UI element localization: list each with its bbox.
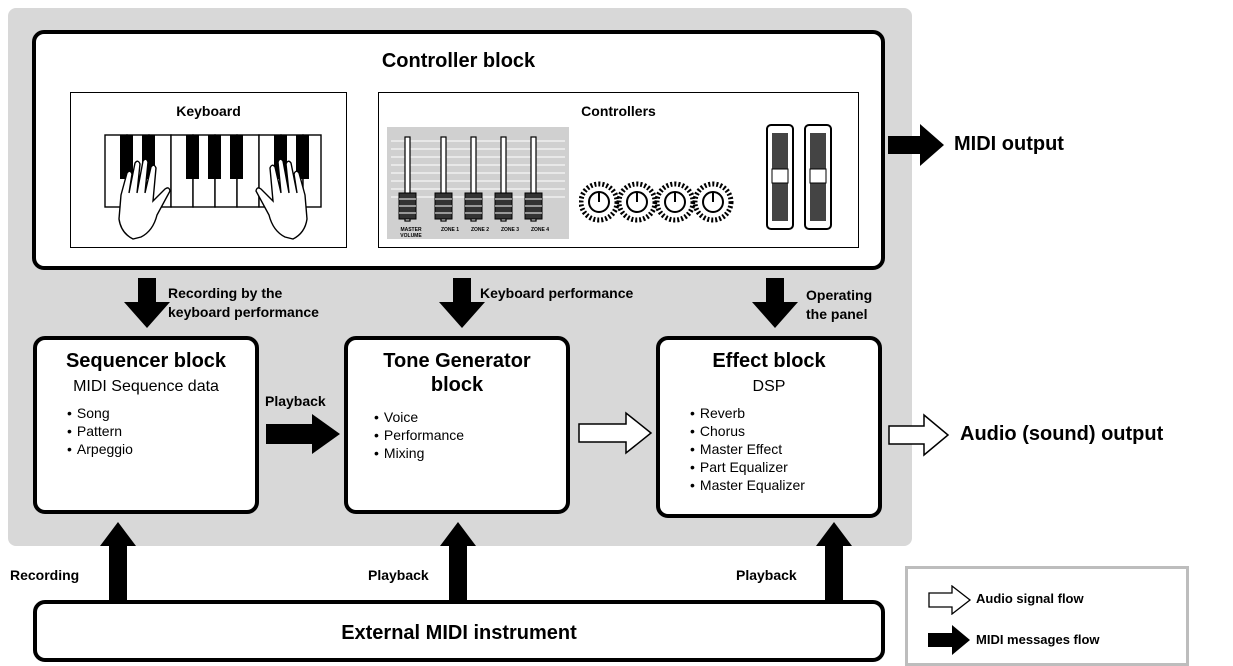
controllers-title: Controllers	[581, 103, 656, 119]
list-item: Pattern	[67, 422, 133, 440]
slider-label-zone-2: ZONE 2	[470, 227, 490, 233]
list-item: Song	[67, 404, 133, 422]
midi-messages-icon	[928, 625, 970, 655]
slider-label-zone-3: ZONE 3	[500, 227, 520, 233]
faders	[391, 136, 565, 222]
knob-1	[579, 181, 620, 223]
arrow-controller-to-sequencer	[124, 278, 170, 328]
fader-area	[387, 127, 569, 239]
list-item: Part Equalizer	[690, 458, 805, 476]
controller-block-title: Controller block	[381, 50, 536, 72]
keyboard-title: Keyboard	[176, 103, 241, 119]
controllers-panel: Controllers	[378, 92, 859, 248]
legend-midi-label: MIDI messages flow	[976, 632, 1100, 647]
keyboard-hands-illustration	[104, 134, 322, 240]
effect-block: Effect block DSP Reverb Chorus Master Ef…	[656, 336, 882, 518]
slider-label-zone-4: ZONE 4	[530, 227, 550, 233]
list-item: Reverb	[690, 404, 805, 422]
effect-items: Reverb Chorus Master Effect Part Equaliz…	[690, 404, 805, 494]
arrow-external-to-effect	[816, 522, 852, 600]
sequencer-block-title: Sequencer block	[65, 350, 227, 372]
list-item: Voice	[374, 408, 464, 426]
knobs	[579, 181, 734, 223]
midi-output-arrow	[888, 124, 944, 166]
tone-items: Voice Performance Mixing	[374, 408, 464, 462]
external-midi-instrument: External MIDI instrument	[33, 600, 885, 662]
list-item: Mixing	[374, 444, 464, 462]
knob-3	[654, 181, 696, 223]
arrow-external-to-sequencer	[100, 522, 136, 600]
keyboard-panel: Keyboard	[70, 92, 347, 248]
knob-4	[692, 181, 734, 223]
audio-output-arrow	[888, 413, 950, 457]
list-item: Performance	[374, 426, 464, 444]
sequencer-block-subtitle: MIDI Sequence data	[73, 378, 219, 395]
slider-label-zone-1: ZONE 1	[440, 227, 460, 233]
label-operating-1: Operating	[806, 287, 873, 303]
audio-signal-icon	[928, 585, 972, 615]
tone-block-title-line2: block	[430, 374, 484, 396]
external-midi-title: External MIDI instrument	[341, 622, 577, 644]
hands	[118, 158, 308, 240]
knob-2	[616, 181, 658, 223]
controller-block: Controller block Keyboard Controllers	[32, 30, 885, 270]
label-recording-by-keyboard-2: keyboard performance	[168, 304, 319, 320]
label-playback-bottom-effect: Playback	[736, 567, 797, 583]
arrow-tone-to-effect	[578, 411, 653, 455]
slider-label-master-volume: MASTER VOLUME	[400, 227, 422, 239]
black-keys	[120, 135, 309, 179]
label-keyboard-performance: Keyboard performance	[480, 285, 634, 301]
arrow-controller-to-effect	[752, 278, 798, 328]
tone-block-title-line1: Tone Generator	[383, 350, 531, 372]
legend-audio-label: Audio signal flow	[976, 591, 1084, 606]
list-item: Arpeggio	[67, 440, 133, 458]
effect-block-subtitle: DSP	[752, 378, 786, 395]
sequencer-block: Sequencer block MIDI Sequence data Song …	[33, 336, 259, 514]
label-recording-by-keyboard-1: Recording by the	[168, 285, 283, 301]
legend: Audio signal flow MIDI messages flow	[905, 566, 1189, 666]
midi-output-label: MIDI output	[954, 133, 1064, 155]
list-item: Master Effect	[690, 440, 805, 458]
wheels	[766, 124, 832, 230]
arrow-sequencer-to-tone	[266, 414, 340, 454]
list-item: Master Equalizer	[690, 476, 805, 494]
mod-wheel	[804, 124, 832, 230]
list-item: Chorus	[690, 422, 805, 440]
audio-output-label: Audio (sound) output	[960, 423, 1164, 445]
sequencer-items: Song Pattern Arpeggio	[67, 404, 133, 458]
label-operating-2: the panel	[806, 306, 868, 322]
arrow-controller-to-tone	[439, 278, 485, 328]
label-recording-bottom: Recording	[10, 567, 80, 583]
label-playback-seq-to-tone: Playback	[265, 393, 326, 409]
arrow-external-to-tone	[440, 522, 476, 600]
label-playback-bottom-tone: Playback	[368, 567, 429, 583]
pitch-wheel	[766, 124, 794, 230]
effect-block-title: Effect block	[712, 350, 826, 372]
tone-generator-block: Tone Generator block Voice Performance M…	[344, 336, 570, 514]
